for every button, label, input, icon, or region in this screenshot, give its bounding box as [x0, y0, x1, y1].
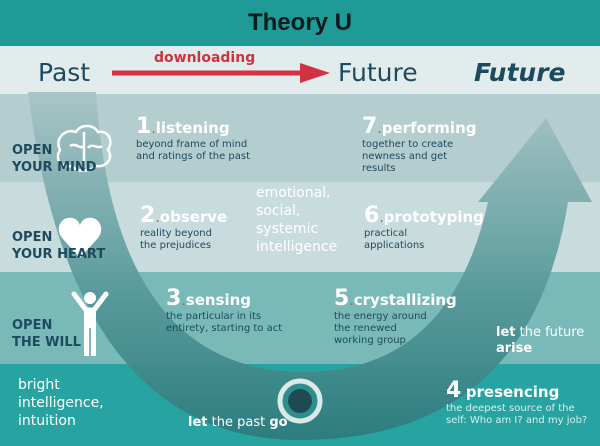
heart-icon: [58, 217, 102, 258]
open-your-heart-label: OPEN YOUR HEART: [12, 230, 106, 262]
bright-intelligence-text: bright intelligence, intuition: [18, 377, 104, 429]
let-the-future-arise-label: let the future arise: [496, 325, 585, 356]
u-curve: [28, 92, 592, 440]
person-icon: [71, 291, 109, 356]
future-label: Future: [338, 58, 418, 87]
step-sensing: 3.sensing the particular in its entirety…: [166, 286, 283, 334]
step-observe: 2.observe reality beyond the prejudices: [140, 203, 228, 251]
center-intelligence-text: emotional, social, systemic intelligence: [256, 185, 338, 255]
let-the-past-go-label: let the past go: [188, 415, 288, 430]
step-listening: 1.listening beyond frame of mind and rat…: [136, 114, 251, 162]
step-performing: 7.performing together to create newness …: [362, 114, 477, 174]
open-the-will-label: OPEN THE WILL: [12, 318, 81, 350]
brain-icon: [56, 124, 112, 172]
step-presencing: 4.presencing the deepest source of the s…: [446, 378, 588, 426]
downloading-label: downloading: [154, 50, 256, 66]
page-title: Theory U: [247, 9, 352, 36]
step-prototyping: 6.prototyping practical applications: [364, 203, 484, 251]
open-your-mind-label: OPEN YOUR MIND: [12, 143, 97, 175]
future-emphasis-label: Future: [474, 58, 566, 87]
step-crystallizing: 5.crystallizing the energy around the re…: [334, 286, 457, 346]
past-label: Past: [38, 58, 91, 87]
title-band: [0, 0, 600, 46]
downloading-arrow-head: [300, 63, 330, 83]
